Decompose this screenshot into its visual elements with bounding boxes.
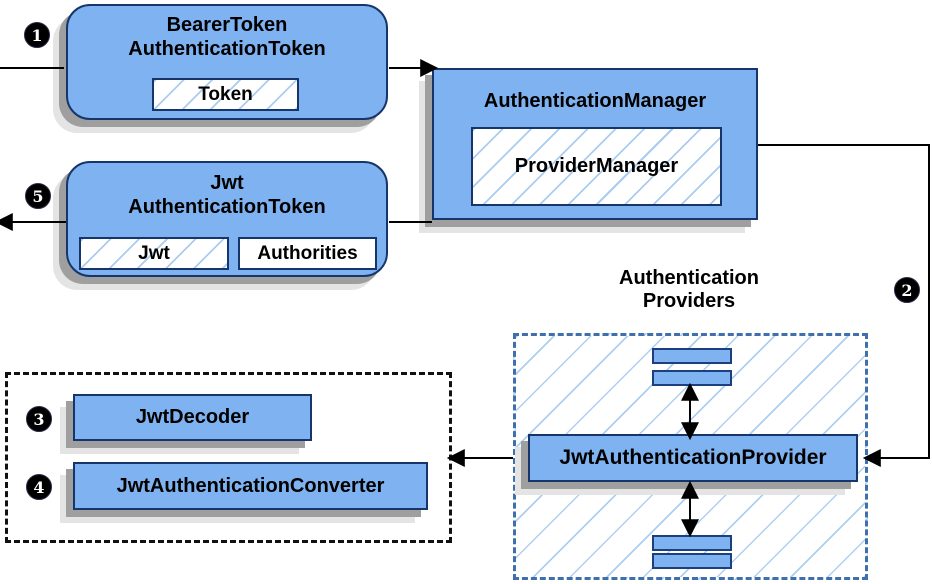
provider-stack-bar-3	[652, 535, 732, 551]
step-4-badge: 4	[26, 474, 52, 500]
authorities-field: Authorities	[238, 237, 377, 270]
authorities-field-label: Authorities	[257, 242, 358, 264]
token-field: Token	[152, 78, 299, 111]
token-field-label: Token	[198, 83, 253, 105]
provider-stack-bar-1	[652, 348, 732, 364]
jwt-token-title-line2: AuthenticationToken	[128, 196, 326, 218]
step-1-badge: 1	[24, 22, 50, 48]
provider-manager-field: ProviderManager	[471, 127, 722, 206]
authentication-manager-node: AuthenticationManager ProviderManager	[432, 68, 758, 220]
bearer-token-title-line1: BearerToken	[166, 14, 288, 36]
step-2-badge: 2	[894, 277, 920, 303]
step-1-number: 1	[31, 25, 43, 45]
step-2-number: 2	[901, 280, 913, 300]
step-4-number: 4	[33, 477, 45, 497]
bearer-token-title-line2: AuthenticationToken	[128, 38, 326, 60]
jwt-token-title-line1: Jwt	[210, 172, 244, 194]
jwt-field: Jwt	[79, 237, 229, 270]
jwt-authentication-converter-node: JwtAuthenticationConverter	[73, 462, 428, 510]
step-3-number: 3	[33, 409, 45, 429]
jwt-authentication-converter-label: JwtAuthenticationConverter	[116, 475, 385, 497]
bearer-token-authentication-token-node: BearerToken AuthenticationToken Token	[66, 4, 388, 120]
jwt-field-label: Jwt	[138, 242, 170, 264]
jwt-authentication-provider-label: JwtAuthenticationProvider	[559, 446, 827, 469]
provider-stack-bar-4	[652, 553, 732, 569]
authentication-manager-title: AuthenticationManager	[483, 90, 707, 112]
provider-manager-label: ProviderManager	[514, 155, 679, 177]
authentication-providers-label-line1: Authentication	[619, 267, 759, 289]
authentication-providers-label-line2: Providers	[642, 290, 736, 312]
jwt-decoder-node: JwtDecoder	[73, 394, 312, 441]
jwt-authentication-token-node: Jwt AuthenticationToken Jwt Authorities	[66, 161, 388, 277]
jwt-decoder-label: JwtDecoder	[135, 406, 250, 428]
step-5-badge: 5	[25, 183, 51, 209]
step-3-badge: 3	[26, 406, 52, 432]
provider-stack-bar-2	[652, 370, 732, 386]
authentication-providers-label: Authentication Providers	[589, 267, 789, 313]
step-5-number: 5	[32, 186, 44, 206]
jwt-authentication-provider-node: JwtAuthenticationProvider	[528, 434, 858, 482]
